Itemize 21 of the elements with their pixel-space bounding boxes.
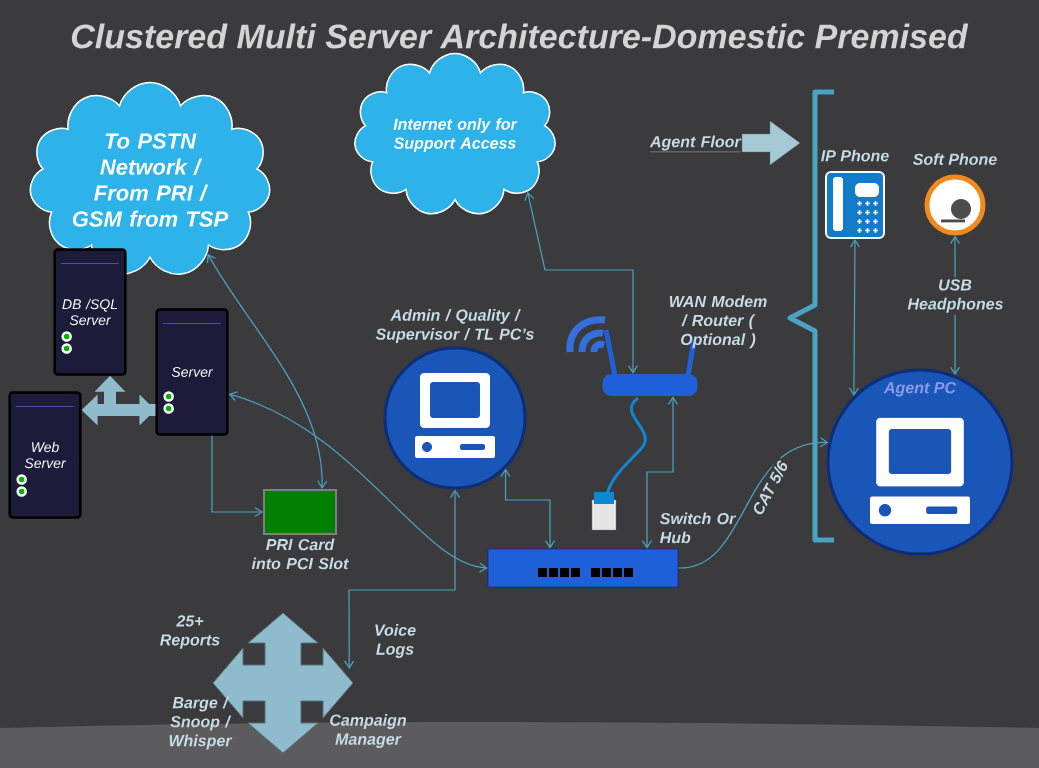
- connector-arrow: [228, 391, 488, 573]
- connector-arrow: [641, 396, 679, 549]
- label-text: Agent Floor: [649, 135, 742, 153]
- connector-arrow: [524, 191, 639, 374]
- edge-label: CAT 5/6: [748, 456, 792, 520]
- cloud: To PSTN Network / From PRI / GSM from TSP: [29, 81, 271, 275]
- label-text: Barge / Snoop / Whisper: [169, 696, 233, 750]
- node-label: PRI Card into PCI Slot: [251, 538, 349, 570]
- title: Clustered Multi Server Architecture-Domestic Premised: [71, 23, 969, 49]
- connector-arrow: [848, 239, 861, 396]
- edge-label: USB Headphones: [905, 277, 1005, 315]
- connector-arrow: [211, 435, 263, 518]
- label-text: Campaign Manager: [330, 714, 406, 748]
- label-text: 25+ Reports: [160, 615, 220, 649]
- connector-arrow: [206, 253, 328, 489]
- connector-arrow: [677, 437, 829, 569]
- connector-arrow: [344, 489, 461, 669]
- label-text: Voice Logs: [375, 624, 416, 658]
- cloud: Internet only for Support Access: [354, 52, 556, 215]
- pci-card: PRI Card into PCI Slot: [251, 489, 349, 570]
- connector-arrow: [500, 468, 556, 549]
